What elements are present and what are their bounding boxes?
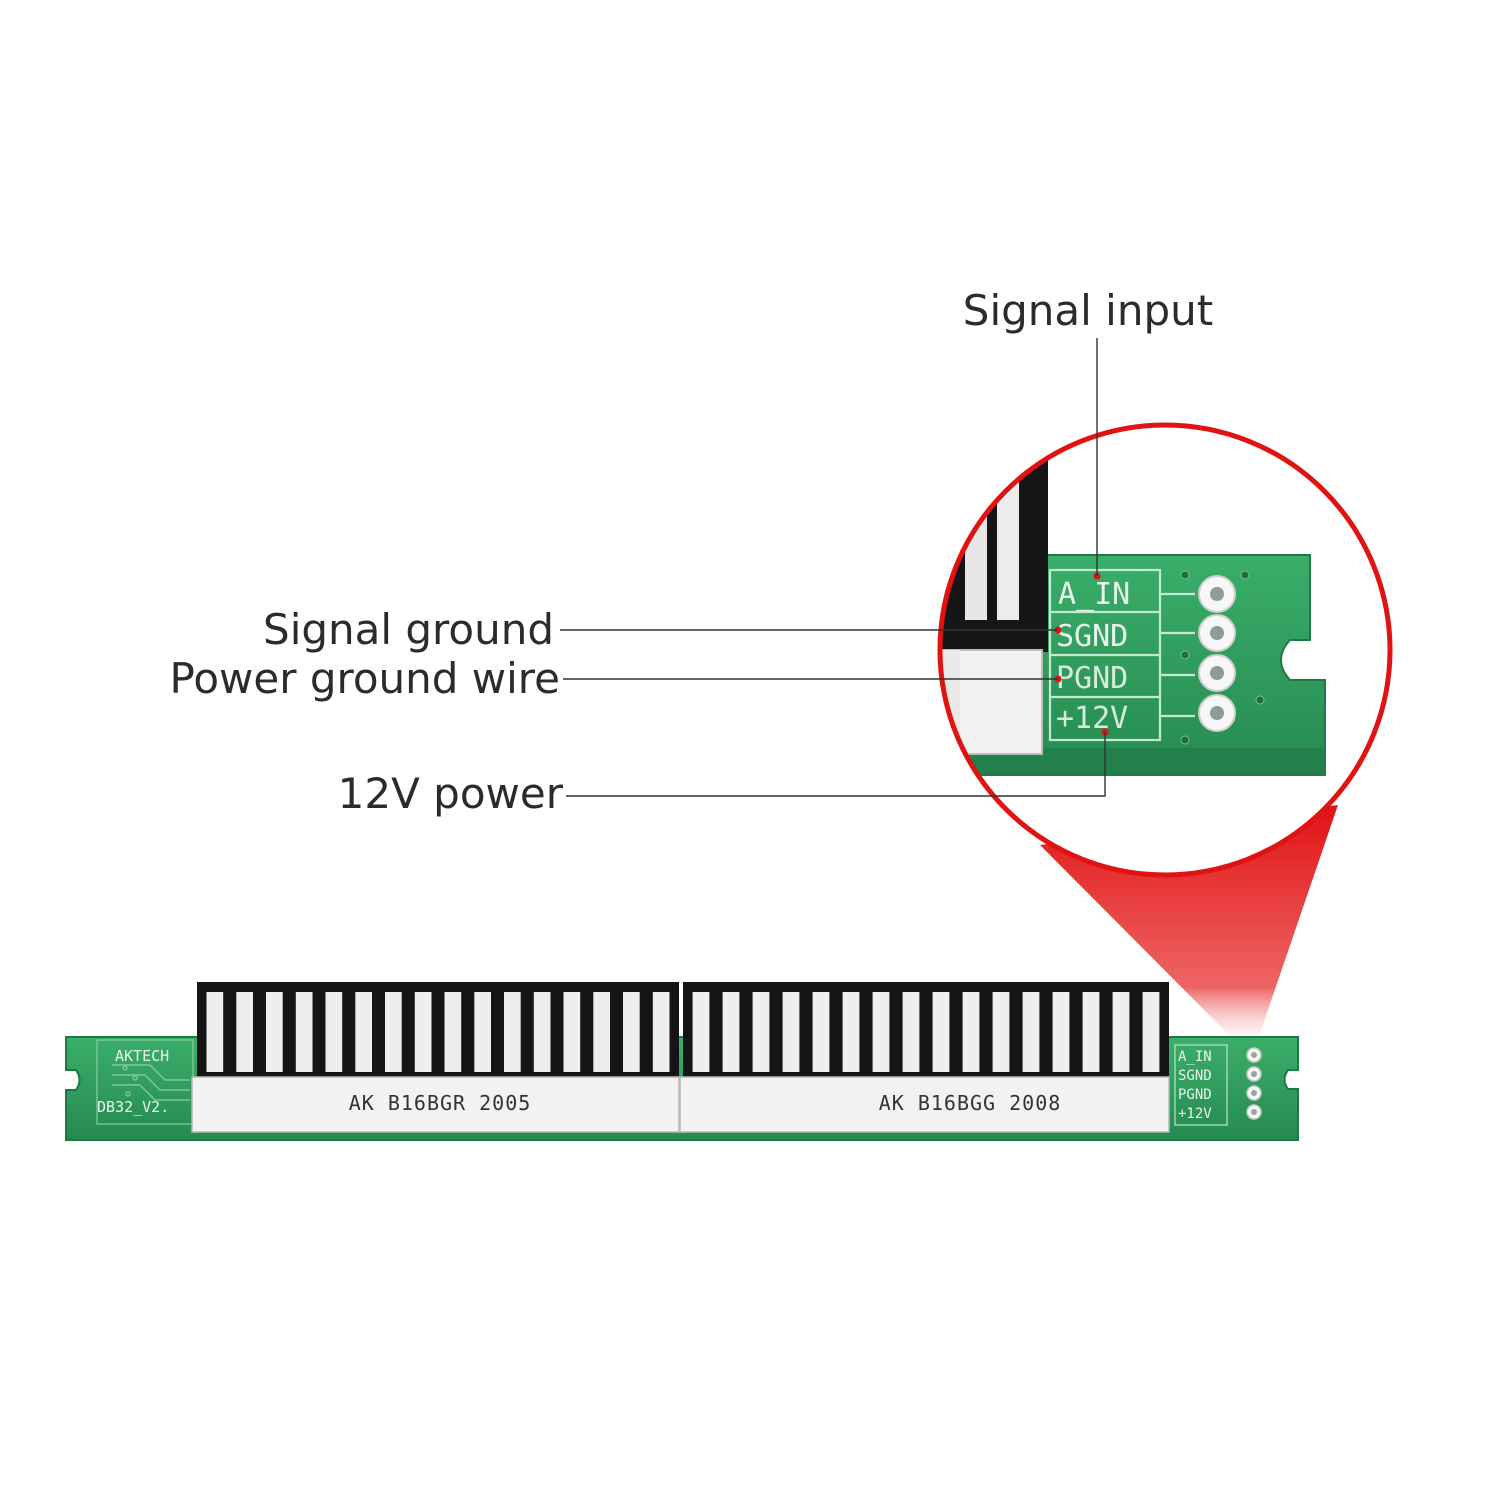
led-segment: [962, 992, 980, 1072]
led-segment: [295, 992, 313, 1072]
pin-pads-zoom: [1198, 575, 1236, 732]
pin-label-small-12v: +12V: [1178, 1106, 1212, 1122]
led-segments-right: [692, 992, 1160, 1072]
led-segment: [842, 992, 860, 1072]
zoom-inset: A_IN SGND PGND +12V: [937, 422, 1393, 878]
led-segment: [206, 992, 224, 1072]
led-bar-chip-right: AK B16BGG 2008: [679, 982, 1170, 1133]
callout-power-ground: Power ground wire: [170, 654, 561, 703]
led-segment: [414, 992, 432, 1072]
vu-meter-board: AKTECH DB32_V2. AK B16BGR 2005 AK B16BGG…: [65, 982, 1299, 1141]
led-segment: [355, 992, 372, 1072]
led-segment: [902, 992, 920, 1072]
led-segment: [444, 992, 462, 1072]
led-segment: [932, 992, 950, 1072]
led-segment: [782, 992, 800, 1072]
led-segment: [266, 992, 283, 1072]
pin-label-12v: +12V: [1056, 701, 1128, 736]
led-segment: [385, 992, 402, 1072]
led-segment: [1112, 992, 1130, 1072]
led-segment: [474, 992, 491, 1072]
led-segment: [812, 992, 830, 1072]
led-segment: [533, 992, 551, 1072]
led-segment: [563, 992, 581, 1072]
pin-label-small-a-in: A_IN: [1178, 1049, 1212, 1065]
led-segment: [1052, 992, 1070, 1072]
callout-12v-power: 12V power: [338, 769, 564, 818]
led-segments-left: [206, 992, 670, 1072]
led-segment: [236, 992, 253, 1072]
led-segment: [752, 992, 770, 1072]
led-segment: [623, 992, 640, 1072]
pin-label-small-pgnd: PGND: [1178, 1087, 1212, 1103]
pin-label-a-in: A_IN: [1058, 577, 1130, 612]
board-model: DB32_V2.: [97, 1098, 169, 1116]
led-segment: [722, 992, 740, 1072]
led-segment: [504, 992, 521, 1072]
led-segment: [593, 992, 610, 1072]
led-segment: [325, 992, 343, 1072]
pin-label-small-sgnd: SGND: [1178, 1068, 1212, 1084]
callout-signal-input: Signal input: [963, 286, 1213, 335]
leader-lines: [560, 338, 1106, 797]
chip-left-marking: AK B16BGR 2005: [349, 1091, 532, 1115]
led-bar-chip-left: AK B16BGR 2005: [191, 982, 680, 1133]
leader-12v-power: [566, 732, 1106, 797]
callout-signal-ground: Signal ground: [263, 605, 554, 654]
led-segment: [1142, 992, 1160, 1072]
pin-label-pgnd: PGND: [1056, 661, 1128, 696]
led-segment: [872, 992, 890, 1072]
pin-label-sgnd: SGND: [1056, 619, 1128, 654]
zoom-circle-border: [937, 422, 1393, 878]
pin-header-small: A_IN SGND PGND +12V: [1174, 1044, 1262, 1126]
board-brand: AKTECH: [115, 1047, 169, 1065]
led-segment: [652, 992, 670, 1072]
led-segment: [1022, 992, 1040, 1072]
led-segment: [1082, 992, 1100, 1072]
led-segment: [692, 992, 710, 1072]
chip-right-marking: AK B16BGG 2008: [879, 1091, 1062, 1115]
led-segment: [992, 992, 1010, 1072]
